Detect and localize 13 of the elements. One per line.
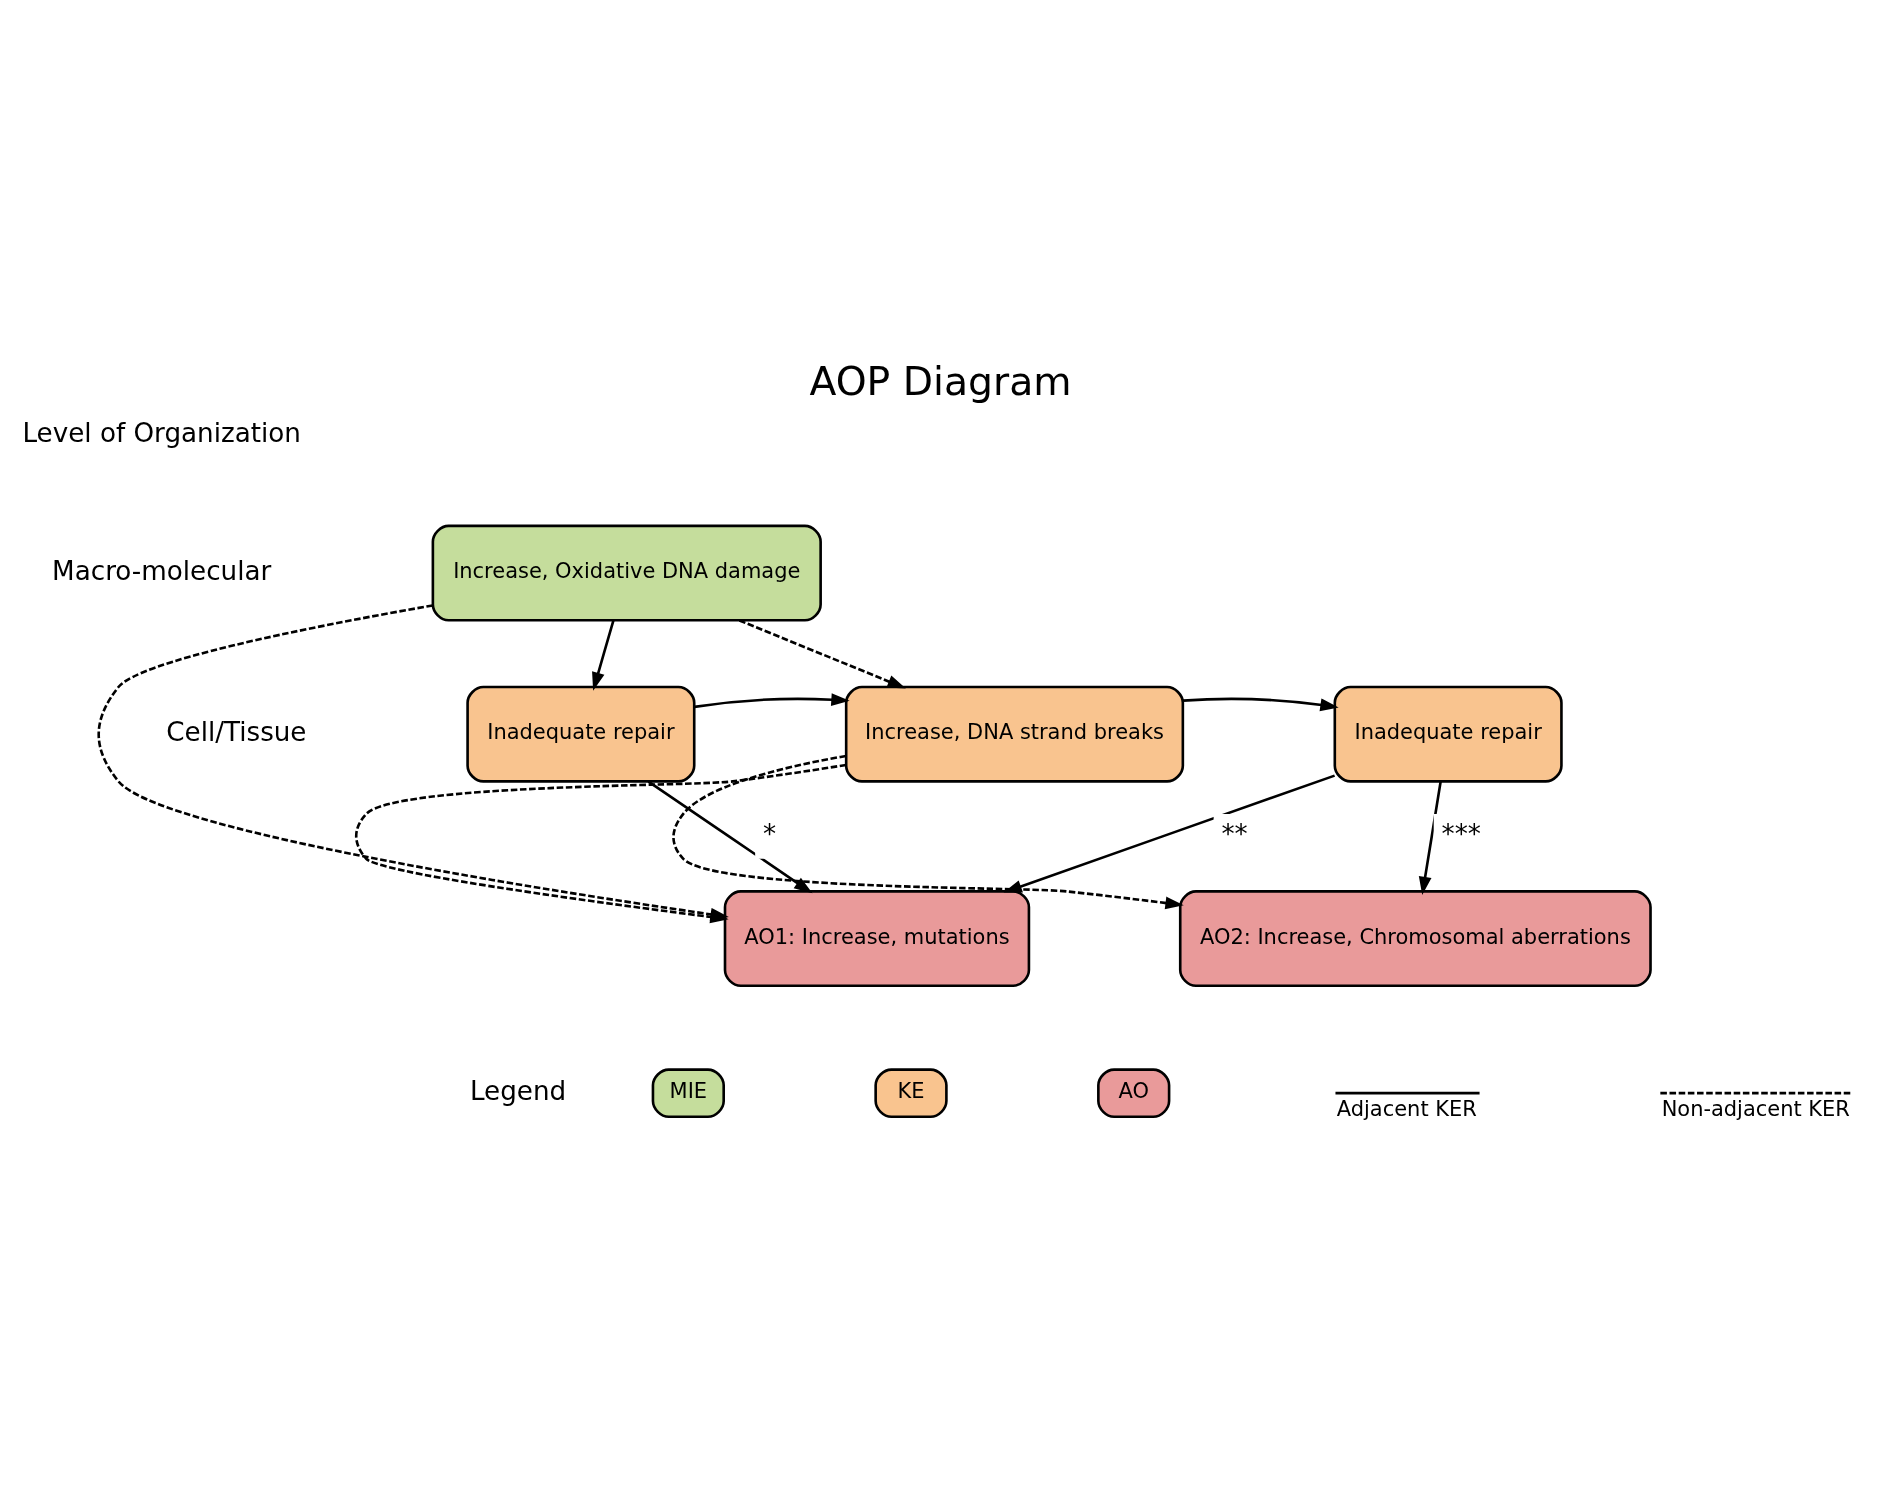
legend-label: Adjacent KER xyxy=(1336,1096,1477,1121)
legend-label: MIE xyxy=(669,1078,707,1103)
label: Legend xyxy=(469,1075,566,1106)
label: Cell/Tissue xyxy=(165,716,306,747)
legend-label: KE xyxy=(897,1078,925,1103)
legend-label: Non-adjacent KER xyxy=(1661,1096,1850,1121)
edge-label: *** xyxy=(1441,818,1481,849)
label: Macro-molecular xyxy=(51,555,271,586)
edge-label: * xyxy=(762,818,776,849)
label: Level of Organization xyxy=(21,417,301,448)
edge-label: ** xyxy=(1220,818,1248,849)
diagram-title: AOP Diagram xyxy=(808,358,1072,404)
legend-label: AO xyxy=(1117,1078,1149,1103)
